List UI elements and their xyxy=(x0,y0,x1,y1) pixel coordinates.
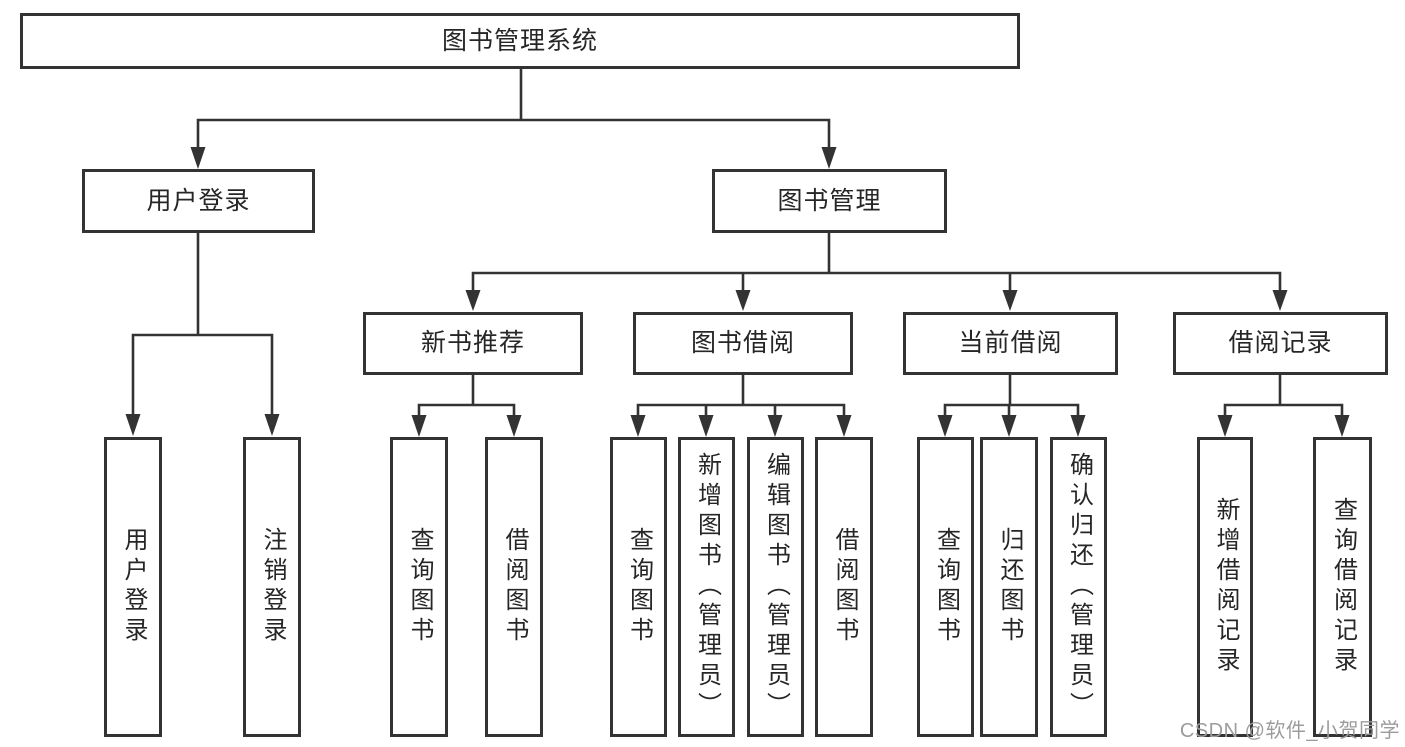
leaf-label: 注销登录 xyxy=(259,527,286,647)
node-user-login: 用户登录 xyxy=(82,169,315,233)
leaf-query-borrow-record: 查询借阅记录 xyxy=(1313,437,1372,737)
node-new-book-recommend: 新书推荐 xyxy=(363,312,583,375)
leaf-return-book: 归还图书 xyxy=(980,437,1038,737)
leaf-label: 查询借阅记录 xyxy=(1329,497,1357,677)
node-book-management: 图书管理 xyxy=(712,169,947,233)
csdn-watermark: CSDN @软件_小贺同学 xyxy=(1179,720,1400,742)
leaf-logout: 注销登录 xyxy=(243,437,301,737)
leaf-borrow-books-recommend: 借阅图书 xyxy=(485,437,543,737)
leaf-query-books-borrow: 查询图书 xyxy=(610,437,667,737)
leaf-label: 归还图书 xyxy=(996,527,1023,647)
arrowhead-icons xyxy=(125,147,1350,437)
leaf-label: 编辑图书（管理员） xyxy=(762,452,790,722)
leaf-add-borrow-record: 新增借阅记录 xyxy=(1197,437,1253,737)
leaf-borrow-books: 借阅图书 xyxy=(815,437,873,737)
leaf-query-books-current: 查询图书 xyxy=(917,437,974,737)
leaf-label: 查询图书 xyxy=(932,527,960,647)
node-borrow-records: 借阅记录 xyxy=(1173,312,1388,375)
leaf-label: 借阅图书 xyxy=(831,527,858,647)
connector-stems xyxy=(131,69,1344,417)
leaf-label: 新增图书（管理员） xyxy=(693,452,721,722)
leaf-label: 确认归还（管理员） xyxy=(1065,452,1093,722)
node-root-system: 图书管理系统 xyxy=(20,13,1020,69)
leaf-query-books-recommend: 查询图书 xyxy=(390,437,448,737)
leaf-label: 新增借阅记录 xyxy=(1212,497,1239,677)
leaf-label: 查询图书 xyxy=(625,527,653,647)
leaf-label: 查询图书 xyxy=(406,527,433,647)
leaf-edit-book-admin: 编辑图书（管理员） xyxy=(747,437,804,737)
leaf-confirm-return-admin: 确认归还（管理员） xyxy=(1050,437,1107,737)
leaf-user-login: 用户登录 xyxy=(104,437,162,737)
node-current-borrow: 当前借阅 xyxy=(903,312,1118,375)
leaf-label: 借阅图书 xyxy=(501,527,528,647)
leaf-label: 用户登录 xyxy=(120,527,147,647)
node-book-borrow: 图书借阅 xyxy=(633,312,853,375)
leaf-add-book-admin: 新增图书（管理员） xyxy=(678,437,735,737)
